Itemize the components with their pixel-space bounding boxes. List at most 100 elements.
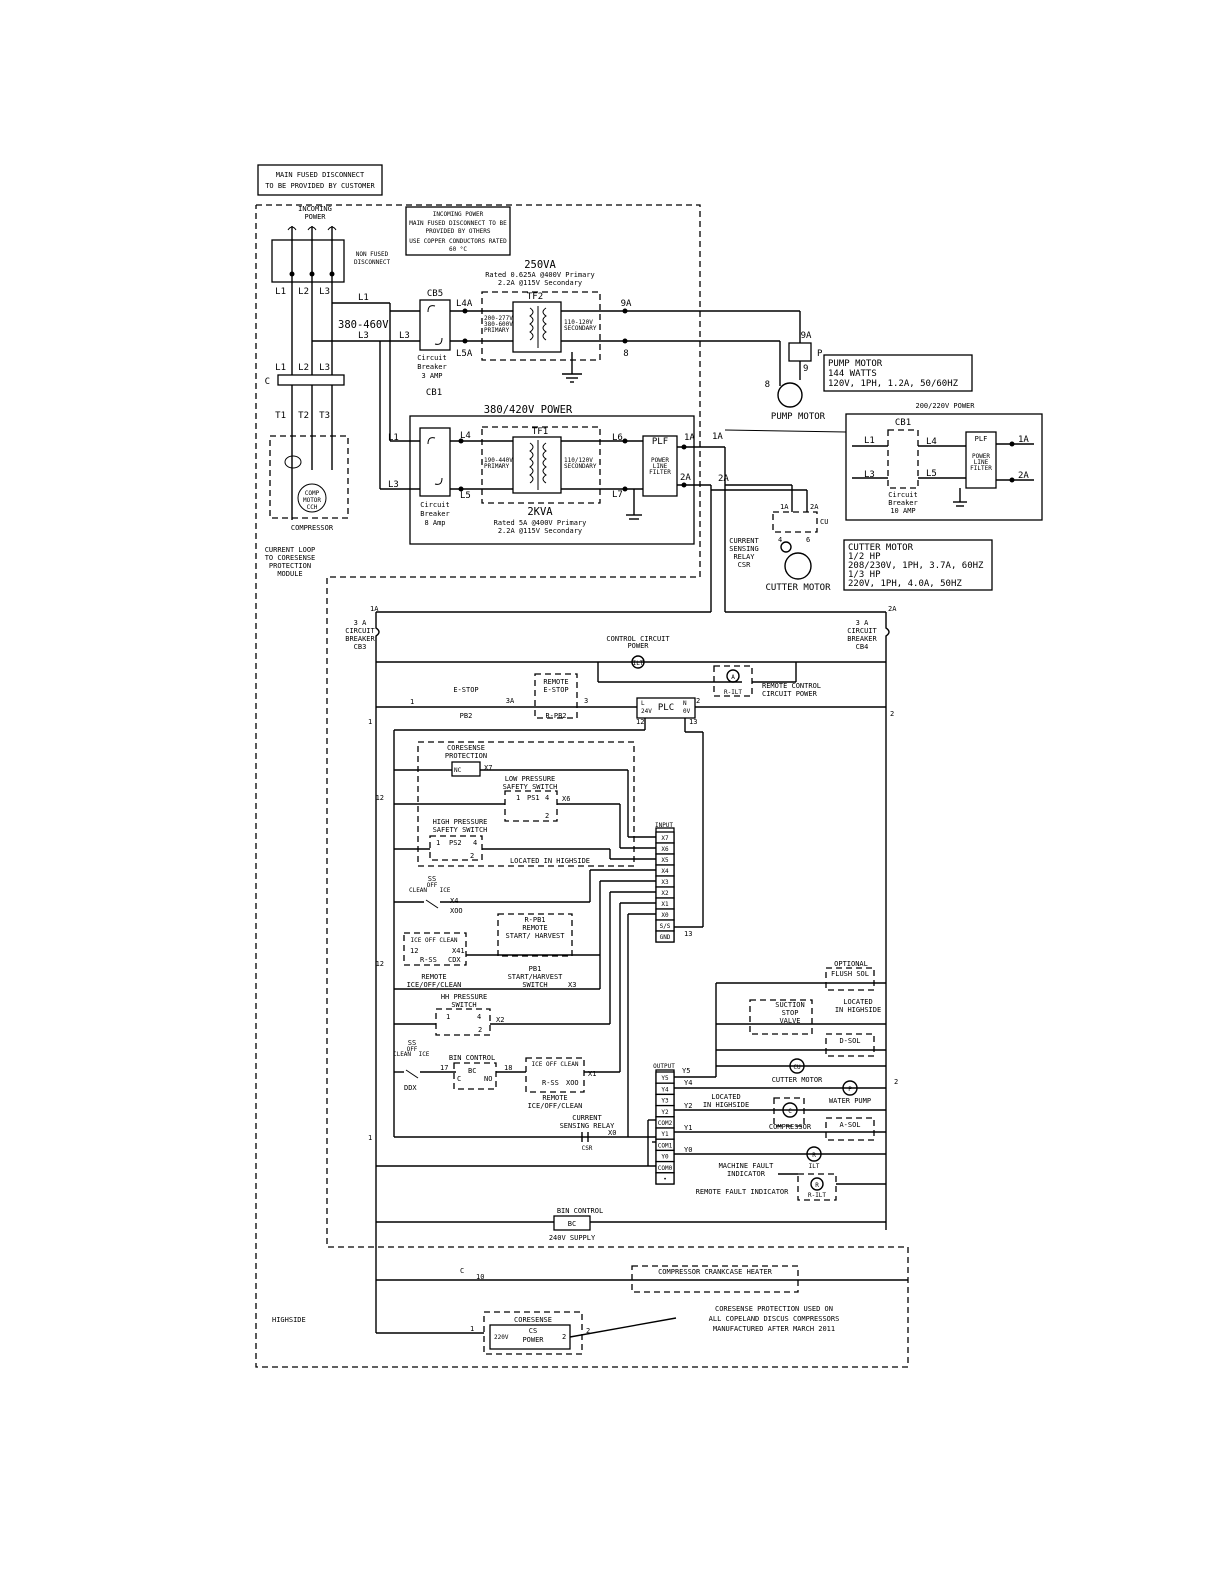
svg-text:1/2 HP: 1/2 HP <box>848 552 881 562</box>
svg-text:Y1: Y1 <box>684 1124 692 1132</box>
svg-text:VALVE: VALVE <box>779 1017 800 1025</box>
terminal-label: S/S <box>660 923 671 930</box>
svg-text:INPUT: INPUT <box>655 822 673 829</box>
svg-text:Circuit: Circuit <box>888 491 918 499</box>
svg-text:OFF: OFF <box>407 1046 418 1053</box>
svg-text:SENSING RELAY: SENSING RELAY <box>560 1122 616 1130</box>
svg-text:CORESENSE: CORESENSE <box>447 744 485 752</box>
svg-text:E-STOP: E-STOP <box>543 686 568 694</box>
svg-text:Circuit: Circuit <box>417 354 447 362</box>
svg-text:13: 13 <box>689 718 697 726</box>
svg-text:CB1: CB1 <box>426 388 442 398</box>
svg-text:60 °C: 60 °C <box>449 246 467 253</box>
svg-text:ICE/OFF/CLEAN: ICE/OFF/CLEAN <box>407 981 462 989</box>
svg-text:CU: CU <box>793 1064 801 1071</box>
svg-text:1: 1 <box>470 1325 474 1333</box>
svg-text:CB5: CB5 <box>427 289 443 299</box>
svg-text:CIRCUIT: CIRCUIT <box>847 627 877 635</box>
svg-text:10: 10 <box>476 1273 484 1281</box>
svg-text:4: 4 <box>778 536 782 544</box>
svg-text:220V: 220V <box>494 1334 509 1341</box>
svg-text:CORESENSE: CORESENSE <box>514 1316 552 1324</box>
svg-text:SS: SS <box>428 875 436 883</box>
svg-text:1: 1 <box>410 698 414 706</box>
svg-text:17: 17 <box>440 1064 448 1072</box>
svg-text:HH PRESSURE: HH PRESSURE <box>441 993 487 1001</box>
svg-text:X6: X6 <box>562 795 570 803</box>
svg-text:X3: X3 <box>568 981 576 989</box>
svg-text:380/420V POWER: 380/420V POWER <box>484 404 573 416</box>
svg-text:L3: L3 <box>399 331 410 341</box>
svg-text:IN HIGHSIDE: IN HIGHSIDE <box>835 1006 881 1014</box>
svg-text:POWER: POWER <box>304 213 326 221</box>
svg-text:3: 3 <box>584 697 588 705</box>
svg-text:208/230V, 1PH, 3.7A, 60HZ: 208/230V, 1PH, 3.7A, 60HZ <box>848 561 984 571</box>
svg-text:REMOTE: REMOTE <box>522 924 547 932</box>
svg-text:Y5: Y5 <box>682 1067 690 1075</box>
svg-text:110-120V: 110-120V <box>564 319 593 326</box>
svg-text:Breaker: Breaker <box>417 363 447 371</box>
svg-text:380-460V: 380-460V <box>338 319 389 331</box>
svg-text:1A: 1A <box>1018 435 1029 445</box>
svg-text:ICE/OFF/CLEAN: ICE/OFF/CLEAN <box>528 1102 583 1110</box>
svg-text:R: R <box>812 1152 816 1159</box>
svg-text:SAFETY SWITCH: SAFETY SWITCH <box>433 826 488 834</box>
terminal-label: X2 <box>661 890 669 897</box>
svg-text:LOCATED: LOCATED <box>711 1093 741 1101</box>
svg-text:2: 2 <box>586 1327 590 1335</box>
svg-text:ICE: ICE <box>419 1051 430 1058</box>
svg-text:WATER PUMP: WATER PUMP <box>829 1097 871 1105</box>
alt-200-220v-power: 200/220V POWER CB1 L1 L3 L4 L5 Circuit B… <box>724 402 1043 521</box>
terminal-label: X0 <box>661 912 669 919</box>
svg-text:DISCONNECT: DISCONNECT <box>354 259 391 266</box>
svg-text:L1: L1 <box>864 436 875 446</box>
svg-text:HIGHSIDE: HIGHSIDE <box>272 1316 306 1324</box>
svg-text:2A: 2A <box>810 503 819 511</box>
svg-text:Y0: Y0 <box>684 1146 692 1154</box>
svg-text:PUMP MOTOR: PUMP MOTOR <box>828 359 883 369</box>
svg-text:L3: L3 <box>358 331 369 341</box>
svg-text:CCH: CCH <box>307 504 318 511</box>
svg-text:PUMP MOTOR: PUMP MOTOR <box>771 412 826 422</box>
svg-text:MAIN FUSED DISCONNECT: MAIN FUSED DISCONNECT <box>276 171 365 179</box>
svg-text:PS1: PS1 <box>527 794 540 802</box>
svg-text:ILT: ILT <box>633 660 644 667</box>
svg-text:CSR: CSR <box>582 1145 593 1152</box>
svg-text:LINE: LINE <box>653 463 668 470</box>
svg-text:1A: 1A <box>370 605 379 613</box>
svg-text:CURRENT: CURRENT <box>729 537 759 545</box>
svg-text:L5: L5 <box>926 469 937 479</box>
svg-text:STOP: STOP <box>782 1009 799 1017</box>
svg-text:200-277V: 200-277V <box>484 315 513 322</box>
svg-text:MODULE: MODULE <box>277 570 302 578</box>
svg-text:L3: L3 <box>319 287 330 297</box>
terminal-label: • <box>663 1176 667 1183</box>
control-circuit: 1A 2A 3 A CIRCUIT BREAKER CB3 3 A CIRCUI… <box>345 605 897 1333</box>
cutter-motor: 1A 2A 1A 2A CU 4 6 CUTTER MOTOR CURRENT … <box>710 432 993 612</box>
svg-text:12: 12 <box>410 947 418 955</box>
svg-text:FILTER: FILTER <box>649 469 671 476</box>
svg-text:L2: L2 <box>298 363 309 373</box>
svg-text:Breaker: Breaker <box>420 510 450 518</box>
svg-text:A-SOL: A-SOL <box>839 1121 860 1129</box>
svg-text:380-600V: 380-600V <box>484 321 513 328</box>
terminal-label: COM0 <box>658 1165 673 1172</box>
svg-text:C: C <box>457 1075 461 1083</box>
svg-text:1: 1 <box>436 839 440 847</box>
terminal-label: Y4 <box>661 1086 669 1093</box>
svg-text:CIRCUIT POWER: CIRCUIT POWER <box>762 690 818 698</box>
svg-text:SAFETY SWITCH: SAFETY SWITCH <box>503 783 558 791</box>
svg-text:BC: BC <box>568 1220 576 1228</box>
svg-text:3 AMP: 3 AMP <box>421 372 442 380</box>
terminal-label: Y0 <box>661 1154 669 1161</box>
svg-text:2.2A @115V Secondary: 2.2A @115V Secondary <box>498 527 582 535</box>
svg-text:4: 4 <box>545 794 549 802</box>
svg-text:1: 1 <box>368 718 372 726</box>
svg-text:TF1: TF1 <box>532 427 548 437</box>
svg-text:INCOMING POWER: INCOMING POWER <box>433 211 484 218</box>
svg-text:SWITCH: SWITCH <box>522 981 547 989</box>
svg-text:LOCATED IN HIGHSIDE: LOCATED IN HIGHSIDE <box>510 857 590 865</box>
svg-text:2KVA: 2KVA <box>527 506 553 518</box>
svg-text:SENSING: SENSING <box>729 545 759 553</box>
